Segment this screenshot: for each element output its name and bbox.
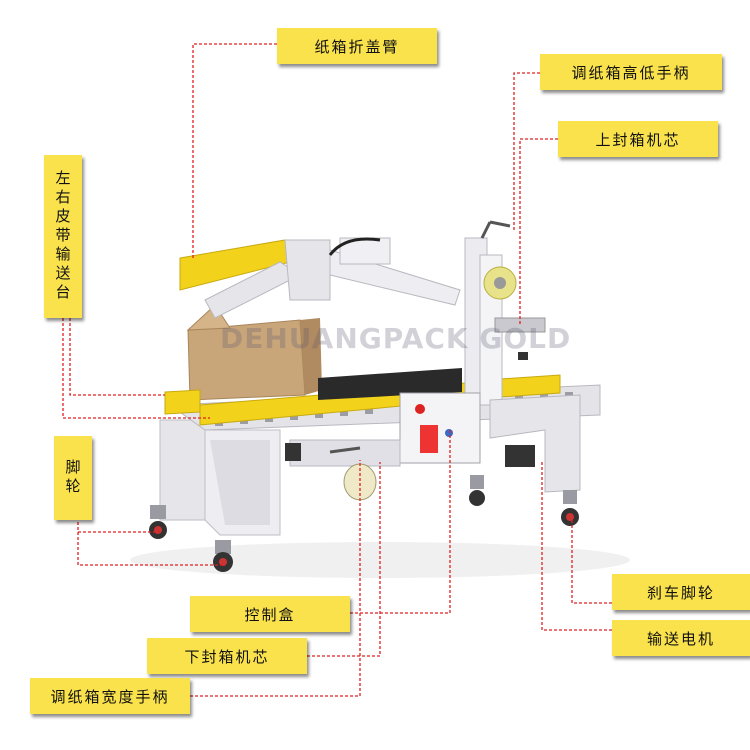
caster-right-front bbox=[469, 475, 485, 506]
label-conveyor-motor: 输送电机 bbox=[612, 620, 750, 656]
control-box-shape bbox=[399, 392, 481, 464]
caster-left-front bbox=[149, 505, 167, 539]
label-height-adjust-handle: 调纸箱高低手柄 bbox=[540, 54, 722, 90]
flap-folding-arm-shape bbox=[179, 237, 461, 319]
caster-left-back bbox=[213, 540, 233, 572]
label-side-belt-conveyor: 左右皮带输送台 bbox=[44, 155, 82, 318]
label-lower-sealing-core: 下封箱机芯 bbox=[147, 638, 307, 674]
watermark-text: DEHUANGPACK GOLD bbox=[220, 322, 572, 355]
carton-box bbox=[186, 304, 322, 401]
caster-right-back bbox=[561, 490, 579, 526]
label-width-adjust-handle: 调纸箱宽度手柄 bbox=[30, 678, 190, 714]
label-casters: 脚轮 bbox=[54, 436, 92, 520]
label-flap-folding-arm: 纸箱折盖臂 bbox=[277, 28, 437, 64]
label-brake-casters: 刹车脚轮 bbox=[612, 574, 750, 610]
label-control-box: 控制盒 bbox=[190, 596, 350, 632]
leader-lines bbox=[62, 43, 612, 697]
label-upper-sealing-core: 上封箱机芯 bbox=[558, 121, 718, 157]
